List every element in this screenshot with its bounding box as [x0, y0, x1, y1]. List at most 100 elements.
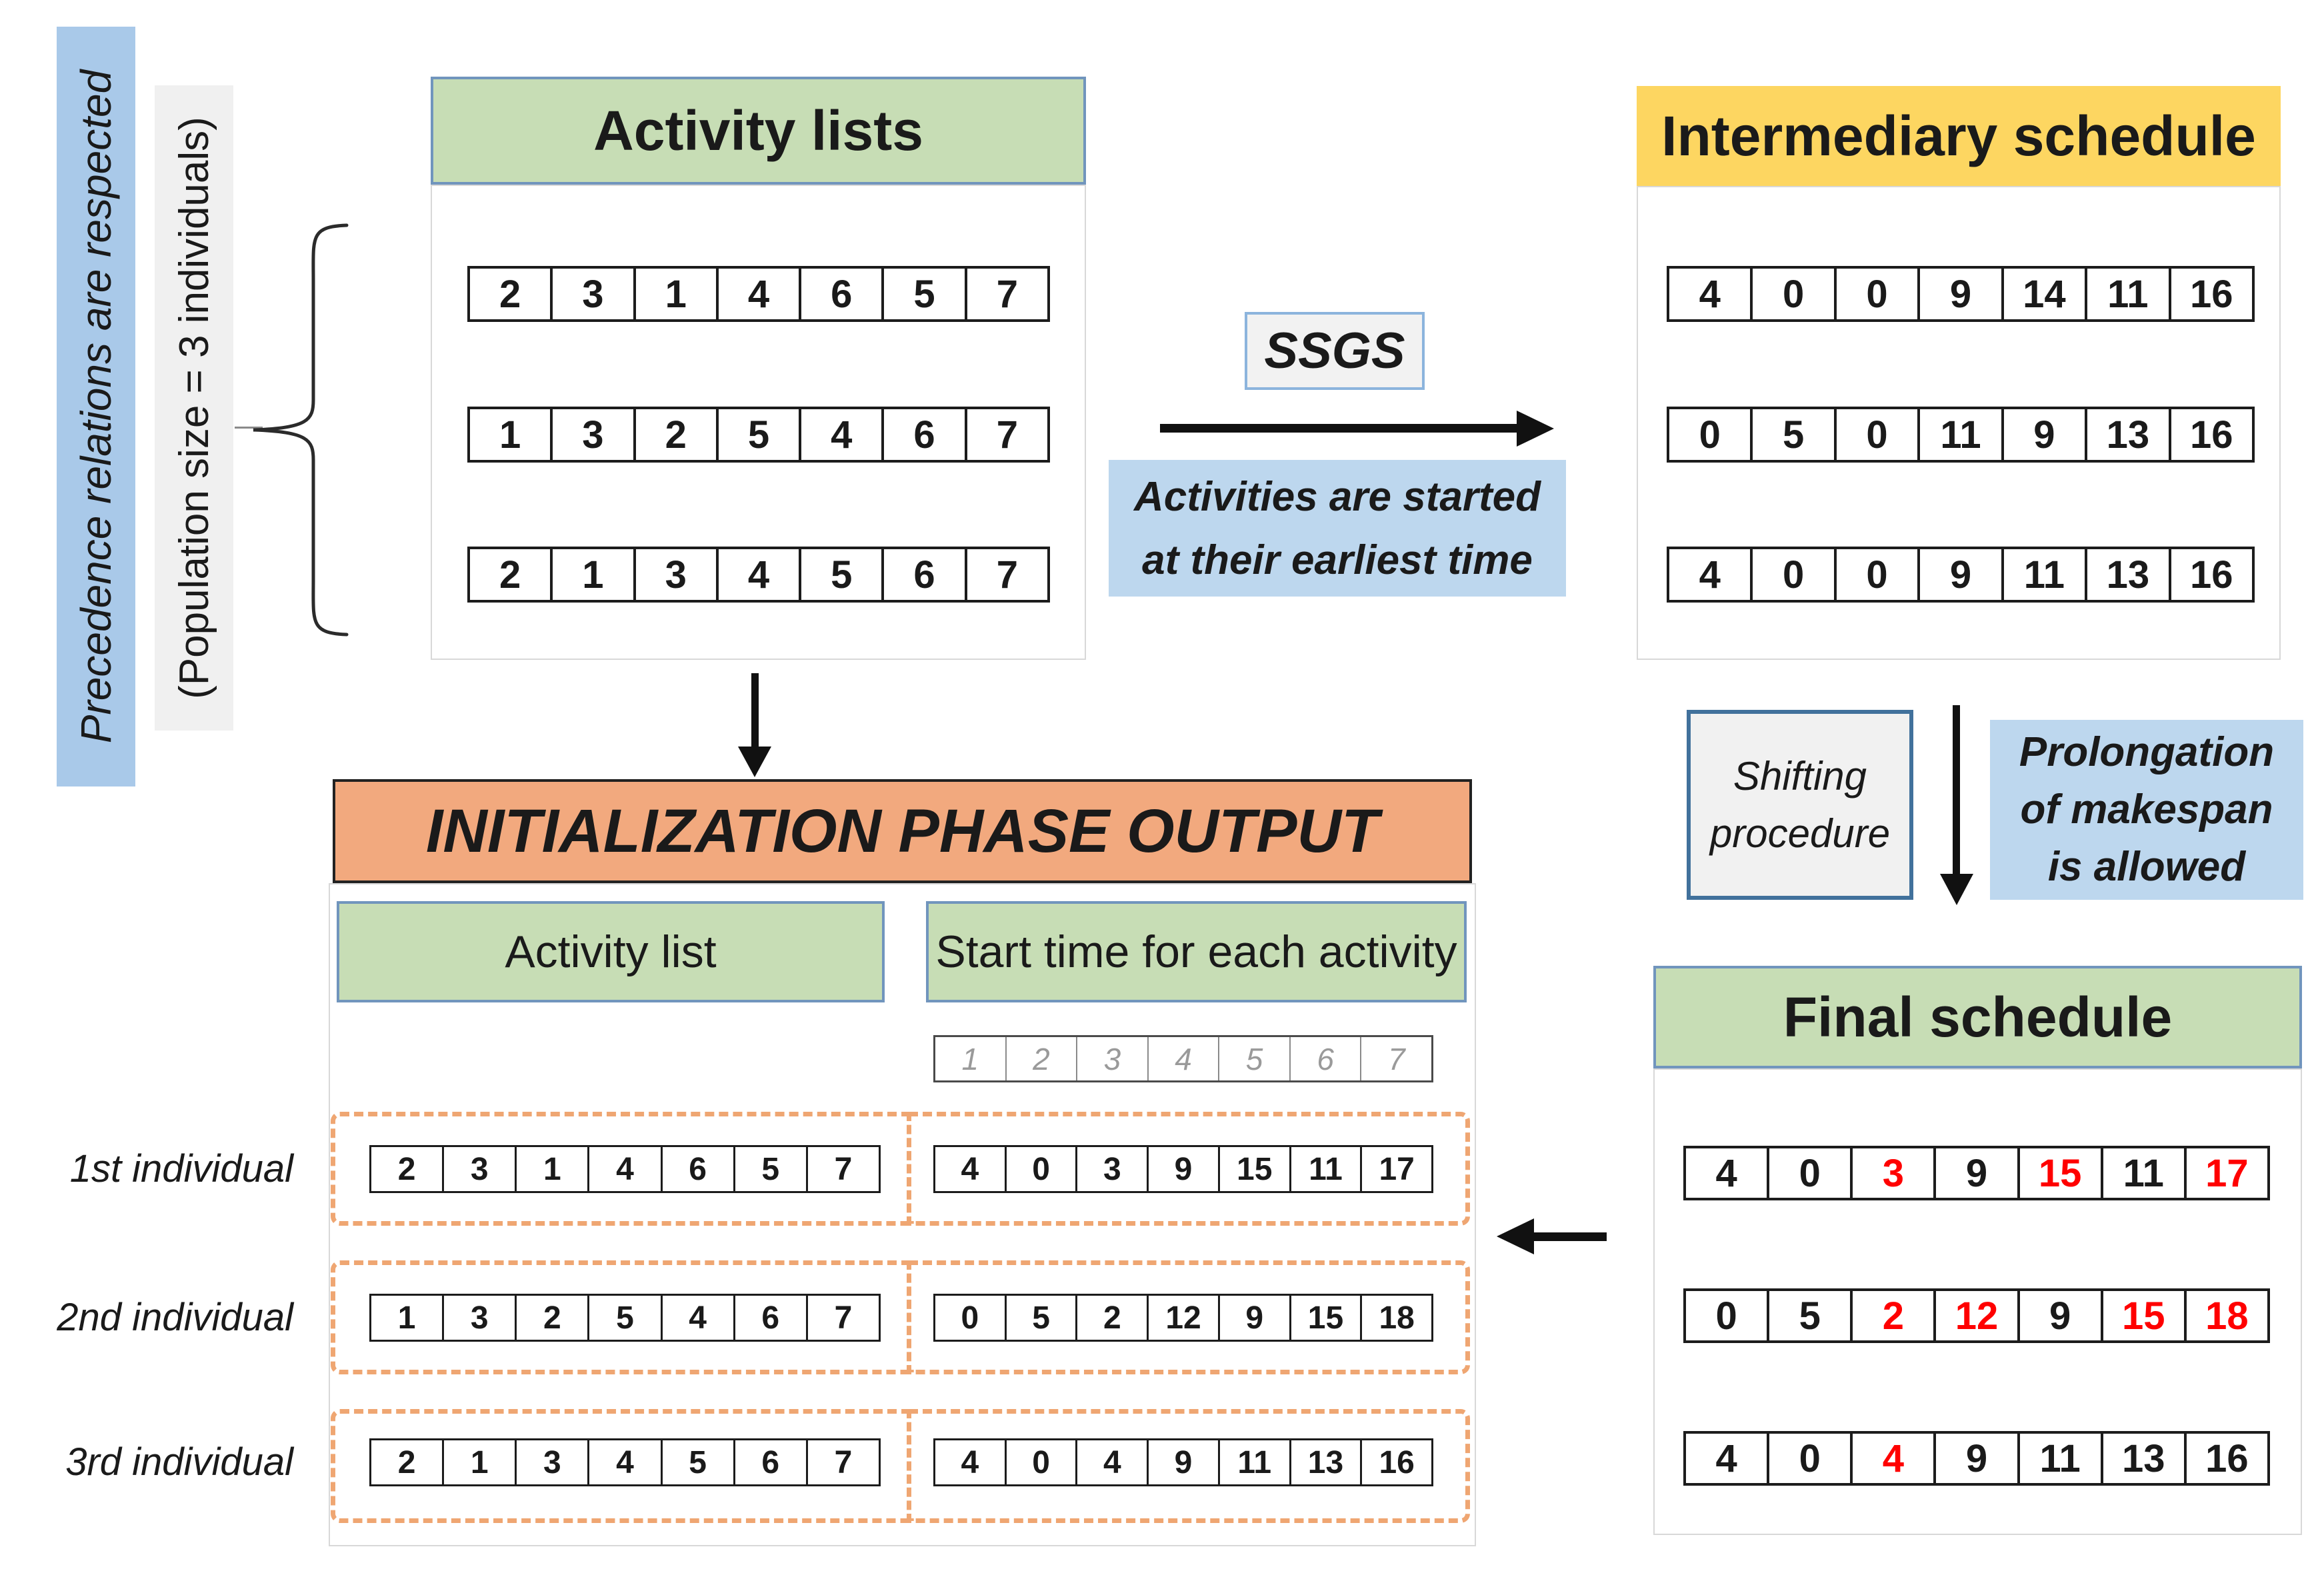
schedule-cell: 9 — [1217, 1296, 1289, 1340]
schedule-cell: 9 — [2017, 1291, 2101, 1340]
intermediary-to-final-arrowhead-icon — [1940, 874, 1973, 905]
intermediary-to-final-arrow-icon — [1953, 705, 1960, 875]
schedule-cell: 5 — [881, 269, 964, 319]
individual-2-label: 2nd individual — [57, 1296, 293, 1339]
schedule-cell: 3 — [515, 1440, 587, 1484]
schedule-cell: 6 — [733, 1296, 806, 1340]
ssgs-box: SSGS — [1245, 312, 1425, 390]
schedule-cell: 4 — [660, 1296, 733, 1340]
population-note-text: (Population size = 3 individuals) — [171, 117, 217, 699]
individual-3-label: 3rd individual — [65, 1440, 293, 1484]
schedule-cell: 3 — [442, 1147, 515, 1191]
activity-list-column-label: Activity list — [505, 926, 717, 977]
schedule-cell: 7 — [964, 269, 1047, 319]
activity-to-init-arrowhead-icon — [738, 747, 771, 777]
schedule-cell: 1 — [515, 1147, 587, 1191]
ssgs-note-line1: Activities are started — [1134, 473, 1541, 520]
schedule-cell: 17 — [1360, 1147, 1431, 1191]
schedule-cell: 7 — [964, 409, 1047, 460]
schedule-cell: 11 — [2017, 1434, 2101, 1483]
schedule-cell: 3 — [550, 409, 633, 460]
activity-list-column-header: Activity list — [337, 901, 885, 1002]
schedule-cell: 14 — [2001, 269, 2085, 319]
schedule-cell: 2 — [1850, 1291, 1933, 1340]
ssgs-note: Activities are started at their earliest… — [1109, 460, 1566, 597]
schedule-cell: 2 — [397, 1151, 416, 1187]
schedule-cell: 6 — [881, 549, 964, 600]
schedule-cell: 4 — [715, 549, 799, 600]
schedule-cell: 0 — [1833, 409, 1917, 460]
schedule-cell: 6 — [881, 409, 964, 460]
schedule-cell: 9 — [1917, 549, 2001, 600]
schedule-cell: 16 — [2168, 269, 2252, 319]
schedule-cell: 5 — [1004, 1296, 1076, 1340]
individual-1-label: 1st individual — [69, 1147, 293, 1190]
schedule-cell: 4 — [799, 409, 881, 460]
schedule-cell: 4 — [961, 1444, 979, 1480]
individual-3-start-dashed-box — [907, 1409, 1470, 1523]
individual-2-start-dashed-box — [907, 1260, 1470, 1374]
schedule-cell: 0 — [1004, 1147, 1076, 1191]
final-to-init-arrow-icon — [1533, 1232, 1607, 1241]
schedule-cell: 4 — [715, 269, 799, 319]
schedule-cell: 2 — [515, 1296, 587, 1340]
schedule-cell: 4 — [1850, 1434, 1933, 1483]
schedule-cell: 0 — [1833, 269, 1917, 319]
schedule-cell: 3 — [1076, 1037, 1147, 1080]
individual-1-start-dashed-box — [907, 1112, 1470, 1226]
ssgs-note-line2: at their earliest time — [1142, 537, 1533, 583]
final-schedule-header: Final schedule — [1653, 966, 2302, 1068]
schedule-cell: 6 — [799, 269, 881, 319]
final-schedule-title: Final schedule — [1783, 985, 2173, 1048]
schedule-cell: 11 — [2085, 269, 2168, 319]
individual-3-activity-dashed-box — [331, 1409, 907, 1523]
schedule-cell: 5 — [1218, 1037, 1289, 1080]
schedule-cell: 4 — [1715, 1151, 1737, 1195]
schedule-cell: 9 — [1147, 1147, 1218, 1191]
schedule-cell: 3 — [442, 1296, 515, 1340]
schedule-cell: 3 — [1850, 1148, 1933, 1198]
schedule-cell: 0 — [1750, 269, 1833, 319]
schedule-cell: 0 — [961, 1300, 979, 1336]
schedule-cell: 7 — [805, 1296, 879, 1340]
schedule-cell: 13 — [1289, 1440, 1361, 1484]
schedule-cell: 4 — [587, 1440, 660, 1484]
prolongation-note: Prolongation of makespan is allowed — [1990, 720, 2303, 900]
shifting-procedure-box: Shifting procedure — [1687, 710, 1913, 900]
schedule-cell: 4 — [961, 1151, 979, 1187]
schedule-cell: 0 — [1833, 549, 1917, 600]
ssgs-label: SSGS — [1264, 323, 1405, 379]
schedule-cell: 5 — [1767, 1291, 1850, 1340]
schedule-cell: 4 — [1075, 1440, 1147, 1484]
schedule-cell: 1 — [442, 1440, 515, 1484]
schedule-cell: 0 — [1767, 1434, 1850, 1483]
schedule-cell: 0 — [1715, 1294, 1737, 1338]
schedule-cell: 11 — [2100, 1148, 2184, 1198]
schedule-cell: 15 — [1217, 1147, 1289, 1191]
schedule-cell: 3 — [633, 549, 716, 600]
schedule-cell: 1 — [550, 549, 633, 600]
schedule-cell: 17 — [2183, 1148, 2267, 1198]
prolongation-line3: is allowed — [2047, 844, 2246, 890]
schedule-cell: 11 — [2001, 549, 2085, 600]
schedule-cell: 7 — [964, 549, 1047, 600]
schedule-cell: 5 — [1750, 409, 1833, 460]
individual-1-activity-dashed-box — [331, 1112, 907, 1226]
schedule-cell: 5 — [715, 409, 799, 460]
schedule-cell: 11 — [1217, 1440, 1289, 1484]
population-note-band: (Population size = 3 individuals) — [155, 85, 233, 731]
schedule-cell: 9 — [1917, 269, 2001, 319]
individual-2-activity-dashed-box — [331, 1260, 907, 1374]
schedule-cell: 3 — [1075, 1147, 1147, 1191]
